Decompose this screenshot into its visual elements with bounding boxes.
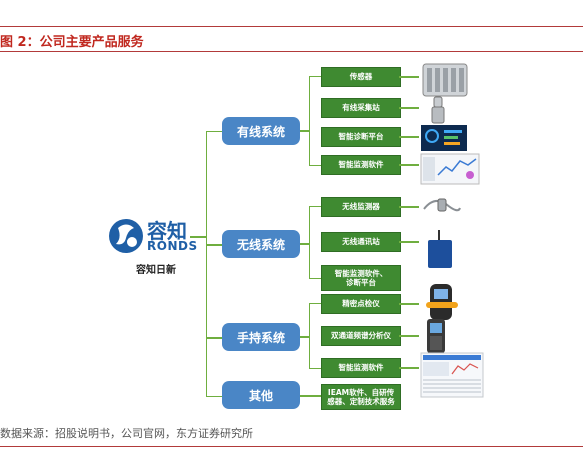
- img-link-5: [399, 206, 419, 208]
- product-monitor-software-wired: 智能监测软件: [321, 155, 401, 175]
- cat3-connector: [206, 337, 222, 339]
- diagnosis-platform-image: [421, 125, 467, 151]
- logo-en-text: RONDS: [147, 239, 198, 253]
- img-link-7: [399, 303, 419, 305]
- title-rule: [0, 51, 583, 52]
- wired-brace: [309, 76, 322, 166]
- source-note: 数据来源：招股说明书，公司官网，东方证券研究所: [0, 427, 253, 440]
- product-wireless-monitor: 无线监测器: [321, 197, 401, 217]
- figure-title: 图 2：公司主要产品服务: [0, 35, 144, 50]
- other-connector: [300, 395, 321, 397]
- ronds-logo-icon: [109, 219, 143, 253]
- img-link-8: [399, 335, 419, 337]
- cat2-connector: [206, 244, 222, 246]
- img-link-9: [399, 367, 419, 369]
- product-other-services: IEAM软件、自研传 感器、定制技术服务: [321, 384, 401, 410]
- category-other: 其他: [222, 381, 300, 409]
- img-link-4: [399, 164, 419, 166]
- inspection-meter-image: [426, 284, 458, 320]
- sensor-image: [422, 63, 468, 97]
- wired-station-image: [431, 96, 445, 124]
- product-monitor-software-handheld: 智能监测软件: [321, 358, 401, 378]
- product-wired-station: 有线采集站: [321, 98, 401, 118]
- wireless-brace: [309, 206, 322, 279]
- product-inspection-meter: 精密点检仪: [321, 294, 401, 314]
- bottom-rule: [0, 446, 583, 447]
- img-link-3: [399, 136, 419, 138]
- img-link-1: [399, 76, 419, 78]
- category-handheld: 手持系统: [222, 323, 300, 351]
- top-rule: [0, 26, 583, 27]
- handheld-software-image: [420, 352, 484, 398]
- img-link-2: [399, 107, 419, 109]
- spectrum-analyzer-image: [427, 319, 445, 353]
- logo-cn-text: 容知: [147, 219, 187, 243]
- img-link-6: [399, 241, 419, 243]
- handheld-stub: [300, 336, 309, 338]
- wireless-monitor-image: [423, 198, 461, 212]
- product-monitor-software-wireless: 智能监测软件、 诊断平台: [321, 265, 401, 291]
- monitor-software-image: [420, 153, 480, 185]
- product-sensor: 传感器: [321, 67, 401, 87]
- company-name: 容知日新: [136, 265, 176, 276]
- main-connector: [206, 131, 223, 397]
- product-diagnosis-platform: 智能诊断平台: [321, 127, 401, 147]
- wired-stub: [300, 130, 309, 132]
- category-wired: 有线系统: [222, 117, 300, 145]
- category-wireless: 无线系统: [222, 230, 300, 258]
- handheld-brace: [309, 303, 322, 369]
- product-spectrum-analyzer: 双通道频谱分析仪: [321, 326, 401, 346]
- wireless-station-image: [428, 230, 452, 268]
- product-wireless-station: 无线通讯站: [321, 232, 401, 252]
- logo-connector: [190, 236, 206, 238]
- wireless-stub: [300, 243, 309, 245]
